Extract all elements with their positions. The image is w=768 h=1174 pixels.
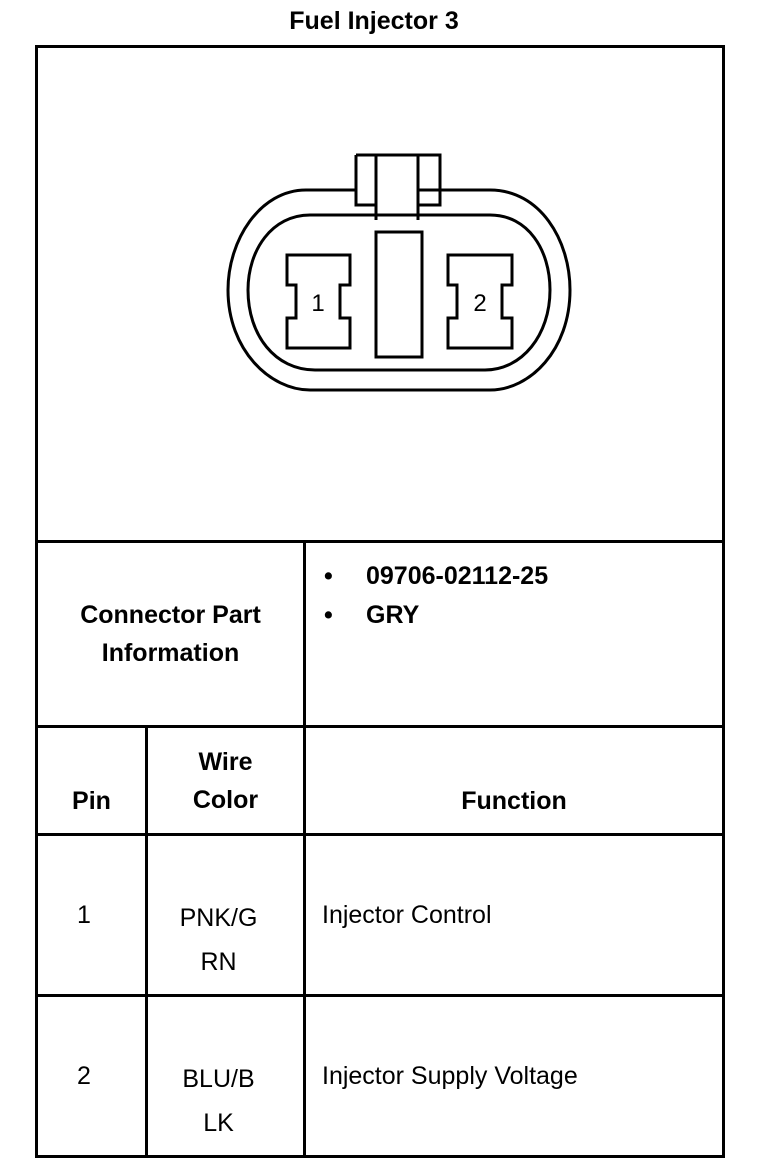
- connector-outer-housing: [226, 153, 572, 392]
- row-wire-color-line2: LK: [203, 1109, 234, 1137]
- row-wire-color: PNK/G RN: [148, 896, 289, 984]
- part-info-label-line2: Information: [101, 639, 240, 667]
- row-pin: 1: [77, 901, 91, 929]
- bullet-icon: •: [324, 601, 333, 629]
- pin-1-label: 1: [311, 290, 324, 317]
- page-title: Fuel Injector 3: [289, 7, 459, 35]
- row-function: Injector Supply Voltage: [322, 1062, 578, 1090]
- pin-2-cavity: [446, 253, 514, 350]
- row-pin: 2: [77, 1062, 91, 1090]
- list-item: • 09706-02112-25: [320, 557, 548, 596]
- header-pin: Pin: [72, 787, 111, 815]
- bullet-icon: •: [324, 562, 333, 590]
- connector-inner-housing: [246, 213, 552, 372]
- row-wire-color: BLU/B LK: [148, 1057, 289, 1145]
- latch-icon: [354, 155, 442, 220]
- center-key: [374, 230, 424, 359]
- list-item: • GRY: [320, 596, 548, 635]
- row-wire-color-line1: PNK/G: [179, 904, 258, 932]
- header-wire-color-line1: Wire: [198, 748, 253, 776]
- header-wire-color-line2: Color: [192, 786, 259, 814]
- part-info-label: Connector Part Information: [38, 596, 303, 672]
- part-info-list: • 09706-02112-25 • GRY: [320, 557, 548, 635]
- row-function: Injector Control: [322, 901, 492, 929]
- connector-diagram: 1 2: [226, 153, 572, 392]
- part-info-label-line1: Connector Part: [80, 601, 261, 629]
- pin-1-cavity: [285, 253, 352, 350]
- pin-2-label: 2: [473, 290, 486, 317]
- header-wire-color: Wire Color: [148, 743, 303, 819]
- row-wire-color-line1: BLU/B: [182, 1065, 255, 1093]
- connector-color: GRY: [366, 601, 420, 629]
- part-number: 09706-02112-25: [366, 562, 549, 590]
- header-function: Function: [461, 787, 567, 815]
- row-wire-color-line2: RN: [200, 948, 237, 976]
